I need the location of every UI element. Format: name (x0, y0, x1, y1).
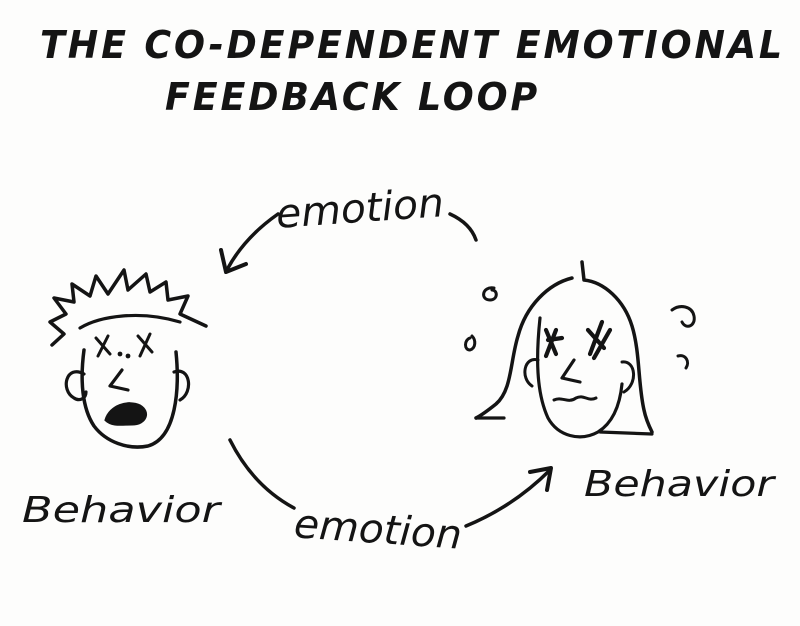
edge-top: emotion (219, 180, 478, 274)
edge-top-arc-left (226, 212, 280, 270)
man-head-outline (80, 348, 180, 449)
man-eye-left (94, 334, 112, 358)
edge-bottom: emotion (228, 438, 553, 559)
woman-mouth (552, 395, 598, 402)
edge-top-arc-right (448, 212, 478, 242)
man-mouth (104, 402, 148, 426)
woman-eye-left (543, 327, 565, 359)
diagram-title-line-1: THE CO-DEPENDENT EMOTIONAL (40, 23, 785, 67)
node-label-left-behavior: Behavior (22, 490, 223, 531)
woman-face-outline (536, 316, 624, 439)
diagram-title-line-2: FEEDBACK LOOP (165, 75, 540, 119)
sweat-drop-2 (464, 334, 477, 352)
man-forehead (78, 313, 182, 330)
stressed-man-face-icon (48, 268, 208, 449)
arrowhead-right (528, 466, 553, 492)
woman-eye-right (585, 319, 613, 361)
woman-hair-bottom-right (598, 430, 654, 436)
edge-label-top: emotion (275, 180, 446, 238)
man-nose (108, 368, 130, 392)
man-hair (48, 268, 208, 347)
man-eye-right (136, 332, 154, 358)
woman-hair-right (580, 260, 654, 434)
edge-bottom-arc-left (228, 438, 296, 510)
distressed-woman-face-icon (464, 260, 696, 439)
sweat-drop-1 (482, 286, 498, 302)
edge-bottom-arc-right (464, 468, 552, 528)
woman-nose (560, 358, 582, 384)
man-ear-right (172, 369, 191, 402)
woman-ear-left (523, 358, 540, 388)
node-label-right-behavior: Behavior (584, 464, 777, 505)
woman-ear-right (620, 360, 635, 394)
man-sweat-dot-2 (125, 353, 131, 359)
woman-hair-left (474, 276, 574, 420)
man-ear-left (64, 370, 88, 402)
edge-label-bottom: emotion (293, 501, 464, 559)
arrowhead-left (219, 248, 248, 274)
sweat-drop-3 (670, 305, 696, 328)
man-sweat-dot-1 (117, 351, 123, 357)
sweat-drop-4 (676, 354, 690, 370)
